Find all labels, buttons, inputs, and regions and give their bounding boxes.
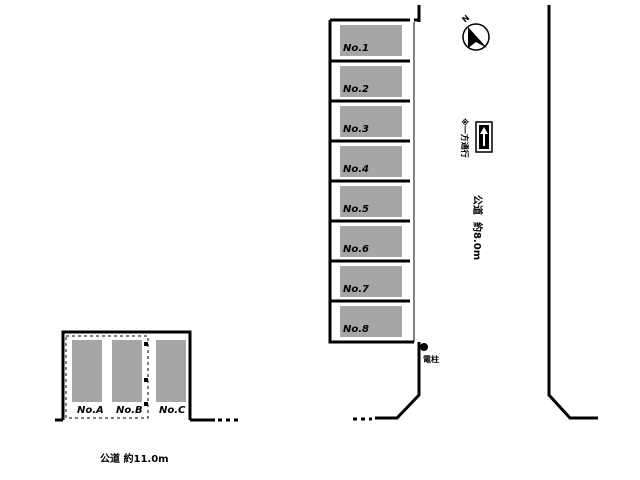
parking-space-3 [340,106,402,137]
east-road-name: 公道 [471,195,484,215]
parking-space-4 [340,146,402,177]
east-road-width: 約8.0m [471,222,484,260]
parking-space-8 [340,306,402,337]
east-parking-lot: No.1 No.2 No.3 No.4 No.5 No.6 No.7 No.8 [328,18,415,344]
road-edge-east [547,5,598,420]
south-lot-dashed-boundary [65,335,149,419]
south-public-road: 公道 約11.0m [55,418,240,465]
one-way-note: ※一方通行 [460,118,470,158]
parking-space-label: No.4 [343,164,369,175]
utility-pole-label: 電柱 [423,354,439,364]
parking-space-1 [340,25,402,56]
utility-pole-icon [420,343,428,351]
parking-space-2 [340,66,402,97]
parking-space-label: No.C [159,405,186,416]
east-public-road: 電柱 N ※一方通行 公道 約8.0m [353,5,598,421]
parking-space-a [72,340,102,402]
parking-space-b [112,340,142,402]
svg-text:N: N [460,13,471,24]
east-lot-frame [328,20,414,344]
south-lot-frame [61,330,192,420]
boundary-marker [144,378,148,382]
parking-space-c [156,340,186,402]
parking-space-label: No.1 [343,43,369,54]
parking-space-label: No.8 [343,324,369,335]
parking-space-label: No.2 [343,84,369,95]
parking-space-label: No.6 [343,244,369,255]
parking-space-7 [340,266,402,297]
north-arrow-icon: N [460,13,490,51]
south-road-label: 公道 約11.0m [100,452,169,465]
boundary-marker [144,342,148,346]
south-parking-lot: No.A No.B No.C [61,330,192,420]
parking-space-label: No.A [77,405,104,416]
boundary-marker [144,402,148,406]
parking-space-label: No.5 [343,204,369,215]
one-way-arrow-icon [475,121,493,153]
parking-space-label: No.7 [343,284,369,295]
parking-space-6 [340,226,402,257]
parking-space-label: No.B [116,405,143,416]
parking-space-label: No.3 [343,124,369,135]
parking-space-5 [340,186,402,217]
